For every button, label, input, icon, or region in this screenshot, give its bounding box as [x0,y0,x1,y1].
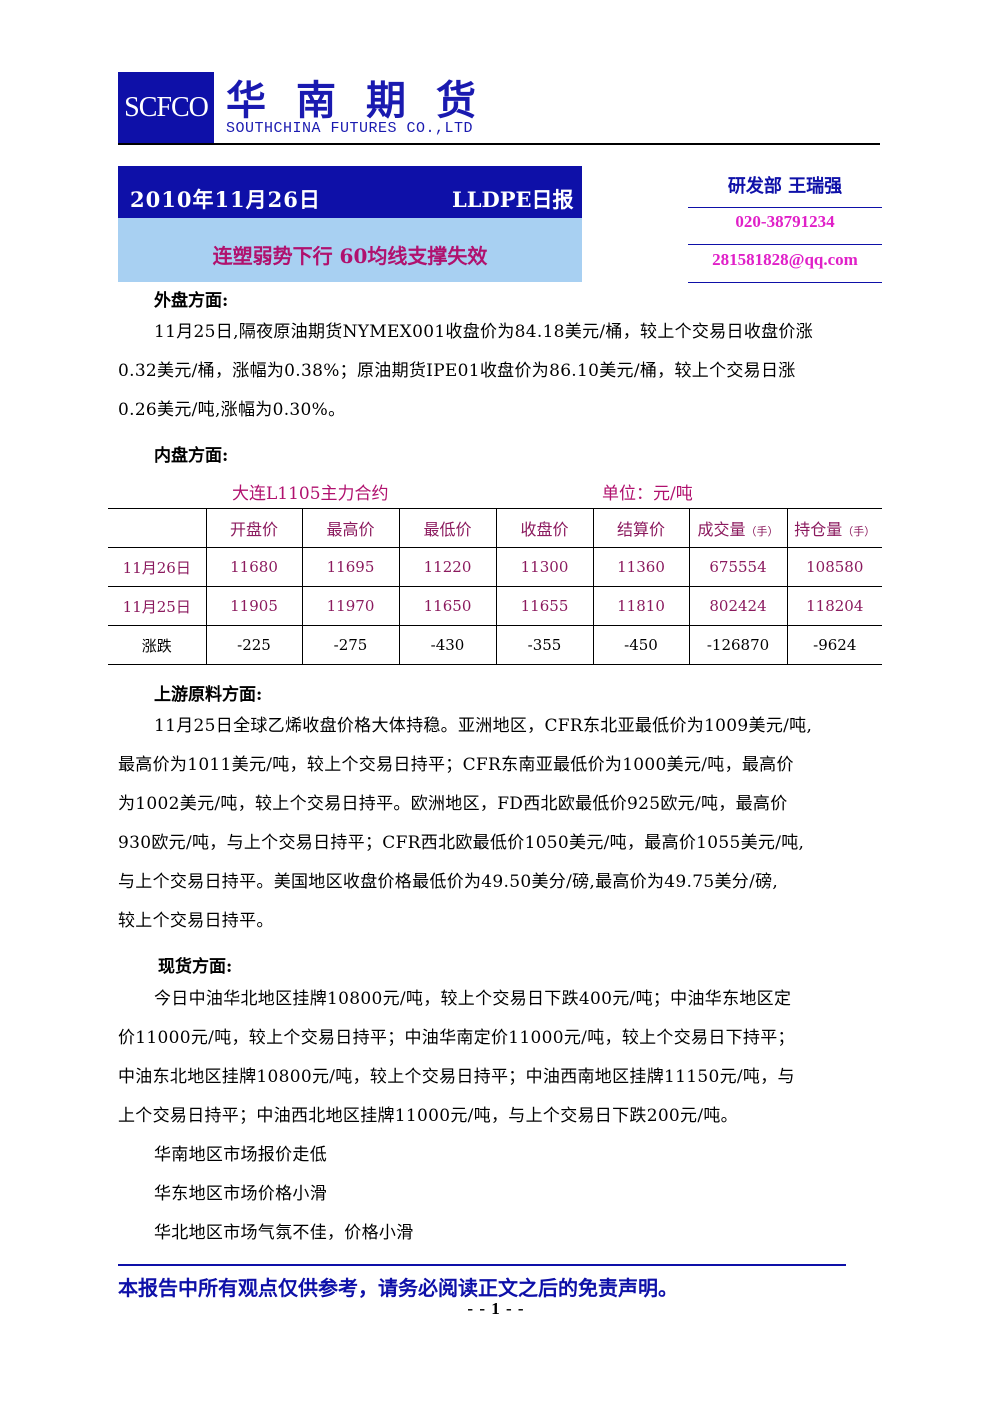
report-type: LLDPE日报 [452,187,574,212]
table-cell: 802424 [688,586,788,626]
page-number: - - 1 - - [467,1299,525,1318]
table-cell: 11360 [592,547,690,587]
report-headline: 连塑弱势下行 60均线支撑失效 [212,244,488,268]
table-cell: -430 [398,625,497,665]
table-header: 最低价 [398,508,497,548]
table-row: 涨跌 -225 -275 -430 -355 -450 -126870 -962… [108,625,882,665]
paragraph-line: 11月25日全球乙烯收盘价格大体持稳。亚洲地区，CFR东北亚最低价为1009美元… [154,716,813,736]
row-label: 11月25日 [108,586,207,626]
table-cell: -450 [592,625,690,665]
table-caption: 大连L1105主力合约 [232,484,389,504]
table-cell: 11810 [592,586,690,626]
table-cell: 675554 [688,547,788,587]
header-label: 成交量 [697,520,746,539]
table-cell: -355 [495,625,594,665]
table-header: 最高价 [301,508,400,548]
brand-name-cn: 华南期货 [226,77,506,124]
table-header-open-interest: 持仓量（手） [786,508,882,548]
region-note: 华南地区市场报价走低 [154,1145,327,1165]
header-label: 持仓量 [794,520,843,539]
title-band-top [118,166,582,218]
table-header: 收盘价 [495,508,594,548]
table-corner [108,508,207,548]
table-header-volume: 成交量（手） [688,508,788,548]
paragraph-line: 价11000元/吨，较上个交易日持平；中油华南定价11000元/吨，较上个交易日… [118,1028,795,1048]
section-heading-upstream: 上游原料方面: [154,685,263,705]
paragraph-line: 11月25日,隔夜原油期货NYMEX001收盘价为84.18美元/桶，较上个交易… [154,322,814,342]
table-header: 结算价 [592,508,690,548]
region-note: 华北地区市场气氛不佳，价格小滑 [154,1223,414,1243]
table-cell: 11905 [205,586,303,626]
table-row: 11月26日 11680 11695 11220 11300 11360 675… [108,547,882,587]
author-divider [688,244,882,245]
quote-table: 开盘价 最高价 最低价 收盘价 结算价 成交量（手） 持仓量（手） 11月26日… [108,508,882,665]
paragraph-line: 与上个交易日持平。美国地区收盘价格最低价为49.50美分/磅,最高价为49.75… [118,872,779,892]
brand-name-en: SOUTHCHINA FUTURES CO.,LTD [226,120,474,137]
title-band-bottom [118,218,582,282]
paragraph-line: 上个交易日持平；中油西北地区挂牌11000元/吨，与上个交易日下跌200元/吨。 [118,1106,738,1126]
table-cell: -225 [205,625,303,665]
table-cell: 11220 [398,547,497,587]
author-divider [688,207,882,208]
table-cell: -275 [301,625,400,665]
paragraph-line: 最高价为1011美元/吨，较上个交易日持平；CFR东南亚最低价为1000美元/吨… [118,755,794,775]
paragraph-line: 较上个交易日持平。 [118,911,274,931]
table-unit: 单位：元/吨 [602,484,693,504]
header-unit: （手） [745,525,779,538]
section-heading-spot: 现货方面: [158,957,233,977]
author-divider [688,282,882,283]
table-cell: 11300 [495,547,594,587]
logo-text: SCFCO [124,92,209,123]
author-email: 281581828@qq.com [712,250,858,269]
paragraph-line: 中油东北地区挂牌10800元/吨，较上个交易日持平；中油西南地区挂牌11150元… [118,1067,795,1087]
report-date: 2010年11月26日 [130,187,321,212]
header-divider [118,143,880,145]
row-label: 涨跌 [108,625,207,665]
table-cell: 118204 [786,586,882,626]
footer-divider [118,1264,846,1266]
author-phone: 020-38791234 [735,212,835,231]
table-header-row: 开盘价 最高价 最低价 收盘价 结算价 成交量（手） 持仓量（手） [108,508,882,548]
table-cell: 11970 [301,586,400,626]
table-cell: 108580 [786,547,882,587]
section-heading-domestic: 内盘方面: [154,446,229,466]
table-header: 开盘价 [205,508,303,548]
row-label: 11月26日 [108,547,207,587]
table-cell: 11680 [205,547,303,587]
paragraph-line: 930欧元/吨，与上个交易日持平；CFR西北欧最低价1050美元/吨，最高价10… [118,833,805,853]
table-cell: -126870 [688,625,788,665]
author-name: 研发部 王瑞强 [727,176,843,197]
paragraph-line: 今日中油华北地区挂牌10800元/吨，较上个交易日下跌400元/吨；中油华东地区… [154,989,792,1009]
table-row: 11月25日 11905 11970 11650 11655 11810 802… [108,586,882,626]
paragraph-line: 0.32美元/桶，涨幅为0.38%；原油期货IPE01收盘价为86.10美元/桶… [118,361,796,381]
paragraph-line: 为1002美元/吨，较上个交易日持平。欧洲地区，FD西北欧最低价925欧元/吨，… [118,794,788,814]
table-cell: 11655 [495,586,594,626]
table-cell: 11650 [398,586,497,626]
company-logo: SCFCO [118,72,214,144]
region-note: 华东地区市场价格小滑 [154,1184,327,1204]
paragraph-line: 0.26美元/吨,涨幅为0.30%。 [118,400,346,420]
table-cell: -9624 [786,625,882,665]
section-heading-overseas: 外盘方面: [154,291,229,311]
table-cell: 11695 [301,547,400,587]
header-unit: （手） [842,525,876,538]
footer-disclaimer: 本报告中所有观点仅供参考，请务必阅读正文之后的免责声明。 [118,1276,678,1300]
